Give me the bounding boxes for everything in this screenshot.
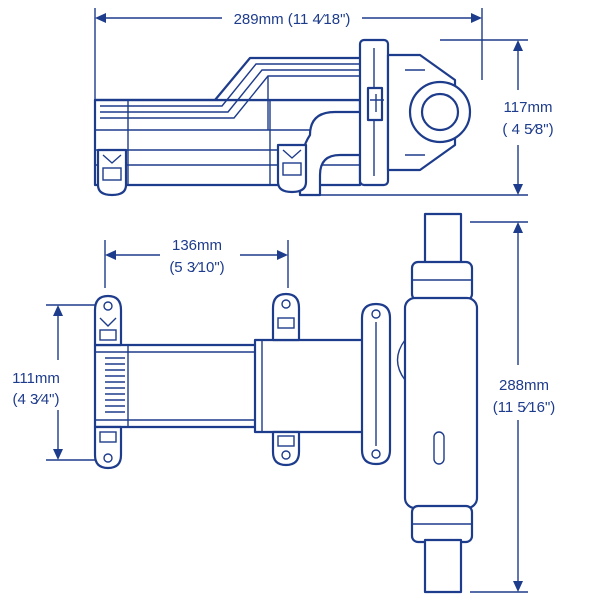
height-dimension-metric: 117mm — [504, 99, 553, 116]
dimension-labels: 289mm (11 4⁄18") 117mm ( 4 5⁄8") 136mm (… — [12, 11, 555, 416]
overall-height-metric: 288mm — [499, 377, 549, 394]
height-dimension-imperial: ( 4 5⁄8") — [502, 121, 553, 138]
mount-spacing-imperial: (5 3⁄10") — [169, 259, 224, 276]
mount-spacing-metric: 136mm — [172, 237, 222, 254]
top-mount-bracket-upper-right — [271, 292, 301, 342]
side-mount-bracket-left — [96, 148, 128, 197]
pump-side-view — [93, 38, 472, 197]
overall-height-imperial: (11 5⁄16") — [493, 399, 556, 416]
dimension-lines — [46, 8, 528, 593]
mount-width-metric: 111mm — [12, 370, 60, 387]
top-mount-bracket-upper-left — [93, 294, 123, 347]
top-mount-bracket-lower-right — [271, 430, 301, 467]
mount-width-imperial: (4 3⁄4") — [12, 391, 59, 408]
pump-top-view — [93, 212, 479, 594]
barrel-ribs — [105, 357, 125, 413]
length-dimension-label: 289mm (11 4⁄18") — [234, 11, 351, 28]
side-mount-bracket-right — [276, 143, 308, 194]
top-mount-bracket-lower-left — [93, 425, 123, 470]
